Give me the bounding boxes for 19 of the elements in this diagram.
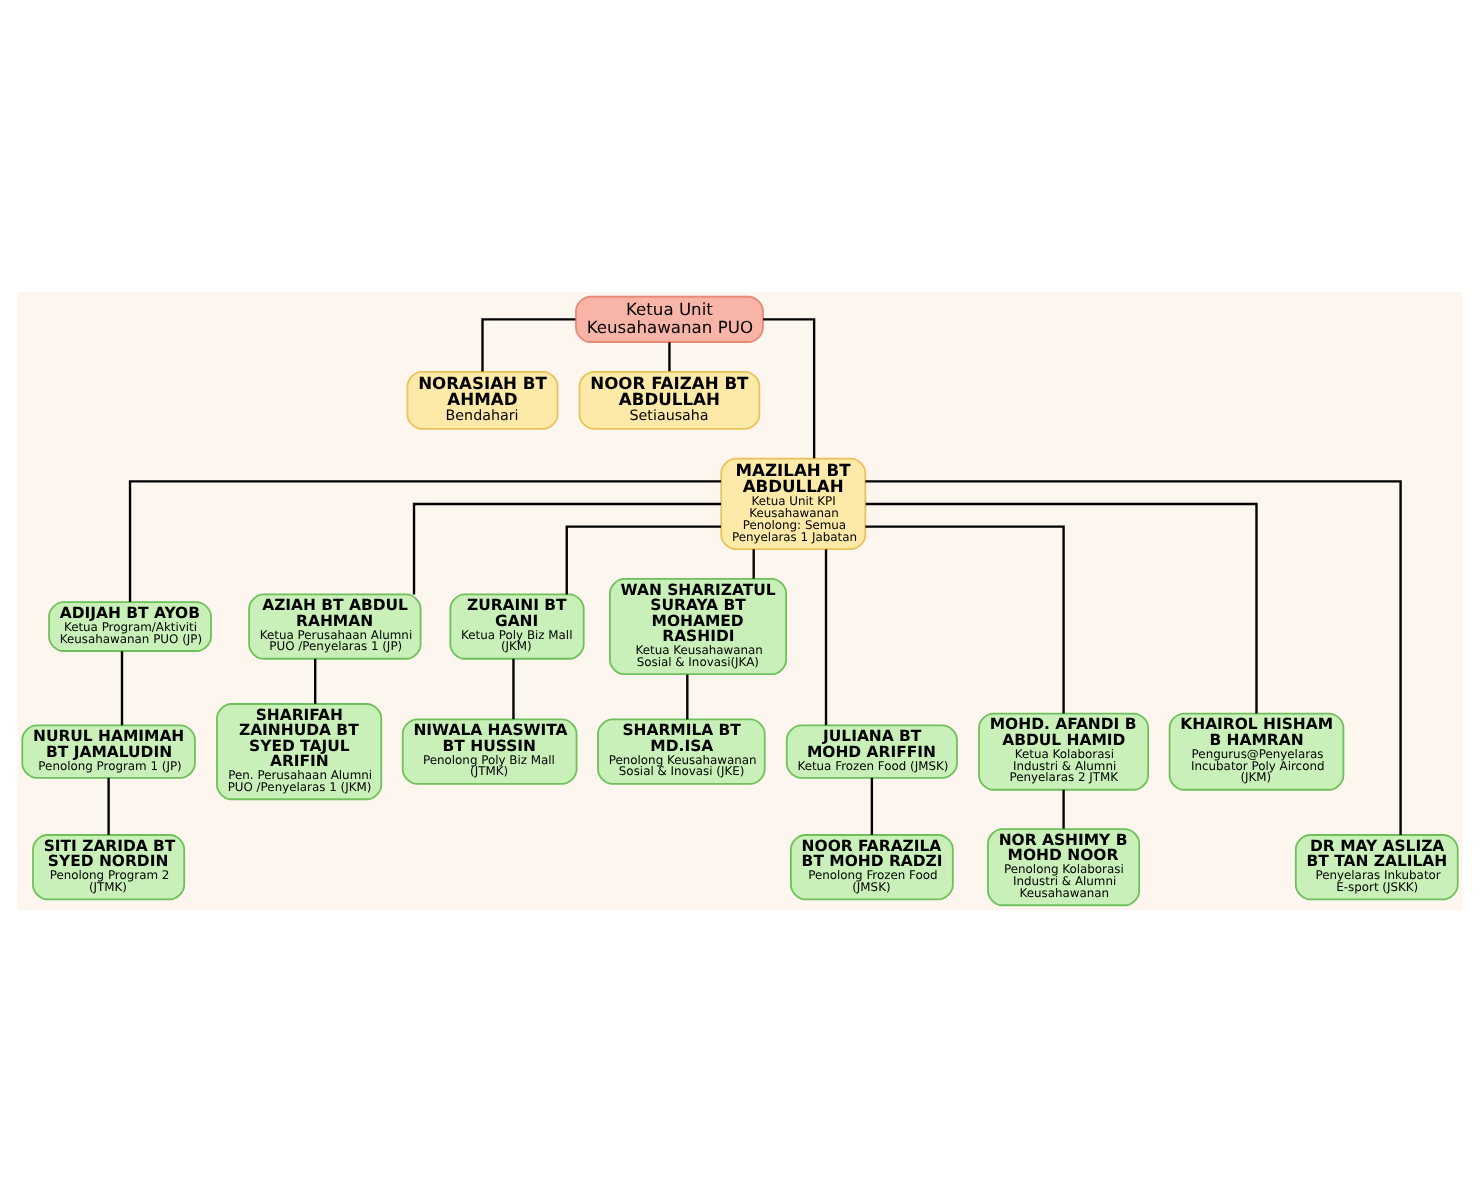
- connector: [865, 479, 1402, 834]
- connector: [865, 501, 1258, 713]
- connector: [870, 776, 874, 834]
- connector: [481, 317, 576, 371]
- connector: [412, 501, 722, 594]
- connector: [107, 776, 110, 834]
- connector: [752, 548, 755, 578]
- connector: [1062, 788, 1065, 828]
- connector: [128, 479, 722, 601]
- connector: [763, 317, 816, 458]
- connector: [686, 673, 689, 719]
- connector: [865, 524, 1065, 713]
- connector: [512, 657, 515, 719]
- connector: [824, 548, 828, 725]
- connector: [120, 650, 124, 725]
- connector: [565, 524, 721, 594]
- node-box: Ketua Unit Keusahawanan PUO: [575, 294, 764, 342]
- connector: [668, 341, 671, 371]
- connector: [314, 657, 317, 703]
